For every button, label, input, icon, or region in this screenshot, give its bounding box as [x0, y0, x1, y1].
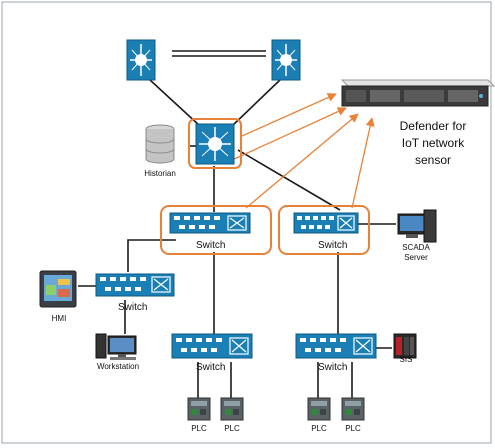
- switch-icon-plc-left: [171, 333, 253, 359]
- link-distribution-to-switch-right: [237, 149, 341, 211]
- label-plc-1: PLC: [191, 424, 207, 433]
- link-core-left-to-distribution: [149, 79, 201, 127]
- label-switch-hmi: Switch: [118, 302, 148, 313]
- label-defender-line3: sensor: [414, 153, 452, 167]
- switch-left-highlight: [160, 205, 272, 255]
- mirror-arrows: [231, 93, 375, 209]
- link-core-right-to-distribution: [231, 79, 281, 127]
- database-icon: [145, 124, 175, 164]
- hmi-panel-icon: [39, 270, 77, 308]
- label-scada-line1: SCADA: [402, 243, 430, 252]
- label-sis: SIS: [399, 355, 413, 364]
- sensor-appliance-icon: [340, 79, 495, 107]
- label-plc-4: PLC: [345, 424, 361, 433]
- label-scada-server: SCADA Server: [396, 243, 436, 263]
- switch-icon-agg-right: [293, 212, 359, 234]
- core-switch-left-icon: [126, 39, 156, 81]
- workstation-icon: [95, 333, 137, 360]
- switch-icon-agg-left: [169, 212, 251, 234]
- label-historian: Historian: [144, 169, 176, 178]
- plc-device-icon-1: [187, 397, 211, 421]
- plc-device-icon-4: [341, 397, 365, 421]
- network-links: [78, 50, 396, 398]
- plc-device-icon-2: [220, 397, 244, 421]
- distribution-switch-icon: [195, 123, 235, 165]
- distribution-switch-highlight: [188, 118, 242, 169]
- sis-controller-icon: [393, 333, 417, 359]
- core-switch-right-icon: [271, 39, 301, 81]
- label-switch-agg-left: Switch: [196, 240, 226, 251]
- label-defender-sensor: Defender for IoT network sensor: [378, 118, 488, 169]
- arrow-switch-left-to-sensor: [245, 113, 359, 209]
- label-switch-agg-right: Switch: [318, 240, 348, 251]
- link-switch-left-to-hmi-switch: [127, 239, 176, 272]
- label-plc-2: PLC: [224, 424, 240, 433]
- switch-icon-hmi: [95, 273, 175, 297]
- label-hmi: HMI: [51, 314, 67, 323]
- label-defender-line1: Defender for: [399, 119, 467, 133]
- label-plc-3: PLC: [311, 424, 327, 433]
- label-scada-line2: Server: [404, 253, 428, 262]
- arrow-distribution-to-sensor: [231, 107, 347, 161]
- switch-icon-plc-right: [295, 333, 377, 359]
- arrow-switch-right-to-sensor: [351, 117, 375, 209]
- label-switch-plc-left: Switch: [196, 362, 226, 373]
- label-defender-line2: IoT network: [401, 136, 465, 150]
- label-workstation: Workstation: [96, 362, 140, 371]
- switch-right-highlight: [278, 205, 370, 255]
- arrow-core-to-sensor: [241, 93, 337, 137]
- scada-server-icon: [397, 209, 437, 243]
- label-switch-plc-right: Switch: [318, 362, 348, 373]
- plc-device-icon-3: [307, 397, 331, 421]
